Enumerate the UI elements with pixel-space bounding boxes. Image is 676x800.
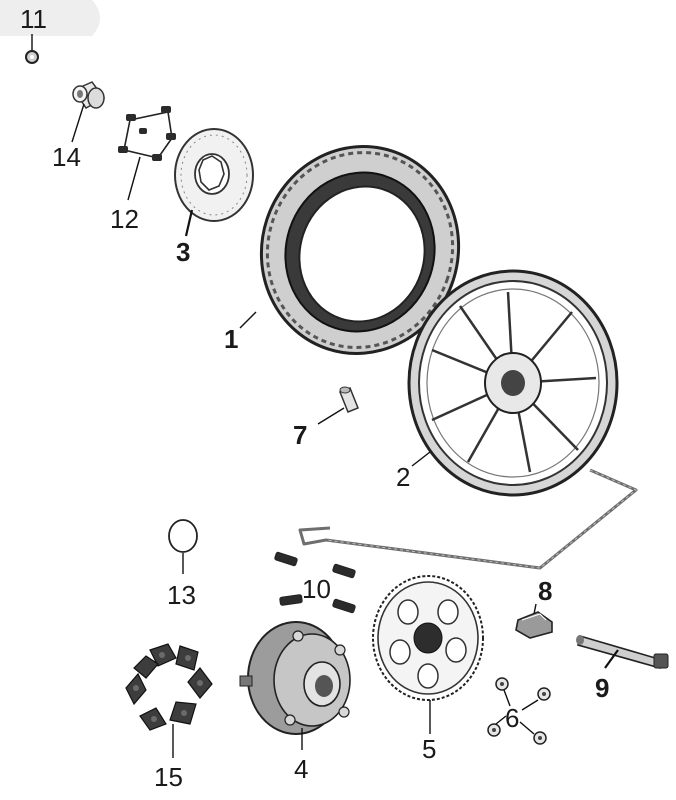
part-8-bracket — [515, 611, 553, 639]
callout-5: 5 — [422, 734, 436, 764]
callout-12: 12 — [110, 204, 139, 234]
corner-badge — [0, 0, 100, 36]
leader-9 — [604, 649, 619, 669]
part-14-bushing — [72, 81, 106, 109]
part-1-tire — [259, 145, 461, 355]
part-10-pins — [274, 551, 356, 614]
part-4-hub — [239, 621, 351, 735]
part-9-axle — [576, 634, 669, 669]
leader-3 — [184, 209, 194, 237]
callout-14: 14 — [52, 142, 81, 172]
callout-3: 3 — [176, 237, 190, 267]
callout-13: 13 — [167, 580, 196, 610]
callout-4: 4 — [294, 754, 308, 784]
callout-6: 6 — [505, 703, 519, 733]
callout-2: 2 — [396, 462, 410, 492]
callout-7: 7 — [293, 420, 307, 450]
part-11-nut — [25, 50, 39, 64]
callout-10: 10 — [302, 574, 331, 604]
leader-6 — [495, 689, 539, 735]
part-3-brake-disc — [174, 128, 254, 222]
leader-7 — [317, 407, 345, 425]
part-7-valve — [339, 386, 359, 413]
part-5-sprocket — [372, 575, 484, 701]
leader-12 — [127, 156, 141, 201]
callout-8: 8 — [538, 576, 552, 606]
part-15-rubbers — [125, 643, 213, 731]
part-12-bolts — [118, 106, 176, 161]
callout-1: 1 — [224, 324, 238, 354]
callout-11: 11 — [20, 4, 47, 34]
leader-1 — [239, 311, 257, 329]
part-2-rim — [407, 269, 619, 497]
leader-2 — [411, 451, 431, 467]
leader-8 — [533, 603, 537, 615]
callout-9: 9 — [595, 673, 609, 703]
callout-15: 15 — [154, 762, 183, 792]
leader-14 — [71, 103, 85, 143]
part-13-o-ring — [168, 519, 198, 553]
